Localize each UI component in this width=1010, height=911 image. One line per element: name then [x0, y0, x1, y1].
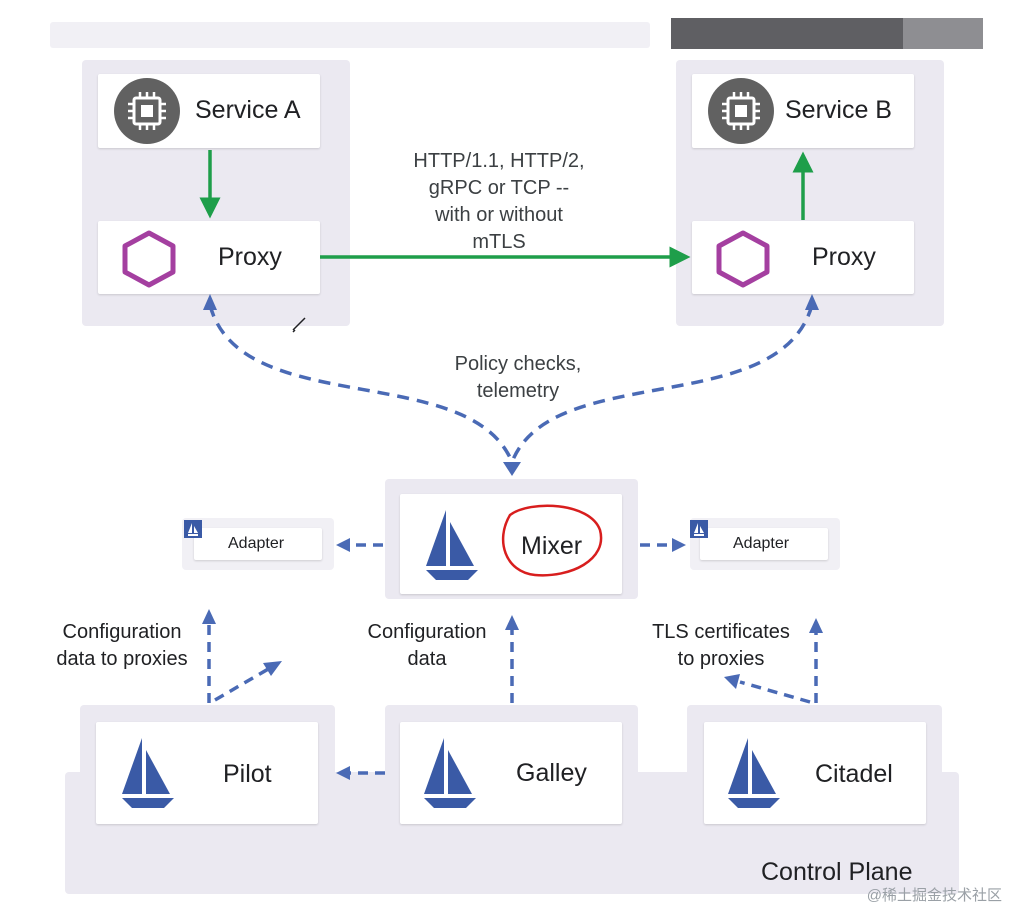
header-bar-light [903, 18, 983, 49]
citadel-tls-label: TLS certificates to proxies [652, 621, 790, 670]
blurred-header [50, 22, 650, 48]
hexagon-icon [714, 229, 772, 294]
service-a-card: Service A [98, 74, 320, 148]
mixer-card: Mixer [400, 494, 622, 594]
sailboat-icon [120, 736, 176, 815]
chip-icon [708, 78, 774, 149]
arrow-mixer-policy-left [208, 304, 514, 463]
adapter-left-card: Adapter [194, 528, 322, 560]
adapter-right-label: Adapter [733, 535, 790, 552]
chip-icon [114, 78, 180, 149]
citadel-card: Citadel [704, 722, 926, 824]
arrow-mixer-policy-right [510, 304, 814, 463]
proxy-a-label: Proxy [218, 243, 282, 271]
adapter-left-label: Adapter [228, 535, 285, 552]
proxy-b-label: Proxy [812, 243, 876, 271]
sailboat-icon [726, 736, 782, 815]
mixer-label: Mixer [521, 532, 583, 560]
service-a-label: Service A [195, 96, 301, 124]
pilot-card: Pilot [96, 722, 318, 824]
service-b-label: Service B [785, 96, 892, 124]
proxy-b-card: Proxy [692, 221, 914, 294]
mixer-highlight-circle [501, 504, 603, 577]
watermark: @稀土掘金技术社区 [866, 887, 1002, 904]
control-plane-label: Control Plane [761, 858, 913, 886]
sailboat-icon [184, 520, 202, 543]
pen-cursor-icon [292, 317, 306, 333]
sailboat-icon [690, 520, 708, 543]
header-bar-dark [671, 18, 903, 49]
sailboat-icon [422, 736, 478, 815]
adapter-right-card: Adapter [700, 528, 828, 560]
galley-card: Galley [400, 722, 622, 824]
galley-label: Galley [516, 759, 587, 787]
service-b-card: Service B [692, 74, 914, 148]
proxy-a-card: Proxy [98, 221, 320, 294]
pilot-label: Pilot [223, 760, 272, 788]
hexagon-icon [120, 229, 178, 294]
pilot-config-label: Configuration data to proxies [56, 621, 188, 670]
sailboat-icon [424, 508, 480, 587]
proxy-link-label: HTTP/1.1, HTTP/2, gRPC or TCP -- with or… [413, 150, 585, 253]
galley-config-label: Configuration data [367, 621, 487, 670]
policy-label: Policy checks, telemetry [454, 353, 582, 402]
citadel-label: Citadel [815, 760, 893, 788]
